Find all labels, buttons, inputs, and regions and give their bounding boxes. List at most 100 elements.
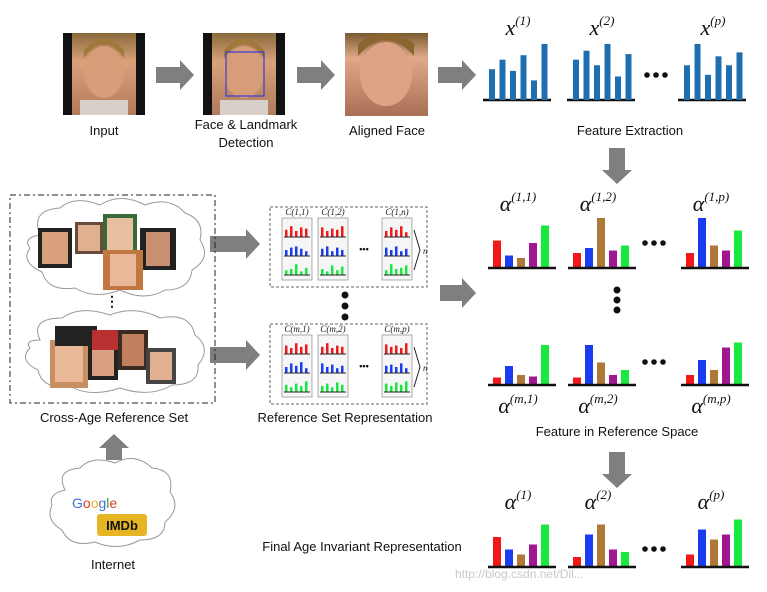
mini-bar bbox=[321, 227, 324, 237]
math-superscript: (2) bbox=[596, 487, 611, 502]
aligned-face-image bbox=[345, 33, 428, 116]
final-label: α(p) bbox=[698, 487, 725, 514]
mini-bar bbox=[400, 363, 403, 373]
coeff-bar bbox=[597, 218, 605, 268]
google-letter: l bbox=[106, 495, 109, 511]
coeff-top-label: α(1,p) bbox=[693, 189, 729, 216]
mini-bar bbox=[400, 384, 403, 392]
mini-bar bbox=[305, 368, 308, 373]
coeff-bar bbox=[734, 519, 742, 567]
feature-bar bbox=[520, 55, 527, 100]
arrow-detection-to-aligned bbox=[297, 60, 335, 90]
mini-bar bbox=[395, 345, 398, 354]
mini-bar bbox=[285, 384, 288, 392]
arrow-input-to-detection bbox=[156, 60, 194, 90]
math-superscript: (m,2) bbox=[590, 391, 618, 406]
mini-bar bbox=[385, 344, 388, 354]
math-superscript: (1) bbox=[516, 487, 531, 502]
feature-vector-chart-3: x(p) bbox=[678, 13, 746, 102]
mini-bar bbox=[385, 247, 388, 256]
feature-bar bbox=[736, 52, 743, 100]
mini-bar bbox=[290, 226, 293, 237]
coeff-bar bbox=[505, 255, 513, 268]
coeff-bar bbox=[597, 524, 605, 567]
feature-vector-label: x(1) bbox=[505, 13, 531, 40]
mini-bar bbox=[326, 367, 329, 373]
aligned-face-label: Aligned Face bbox=[349, 123, 425, 138]
coeff-bar bbox=[686, 375, 694, 385]
coeff-bar bbox=[722, 250, 730, 268]
mini-bar bbox=[305, 381, 308, 392]
mini-bar bbox=[295, 246, 298, 256]
arrow-features-to-ref-space bbox=[602, 148, 632, 184]
google-logo: Google bbox=[72, 495, 117, 511]
coeff-bar bbox=[541, 524, 549, 567]
coeff-bar bbox=[722, 534, 730, 567]
mini-bar bbox=[405, 381, 408, 392]
coeff-bar bbox=[541, 225, 549, 268]
coeff-bar bbox=[621, 370, 629, 385]
coeff-bottom-label: α(m,2) bbox=[578, 391, 617, 418]
google-letter: g bbox=[98, 495, 106, 511]
mini-bar bbox=[290, 348, 293, 354]
coeff-bar bbox=[573, 557, 581, 567]
coeff-chart-bottom-3: α(m,p) bbox=[681, 342, 749, 418]
math-symbol: α bbox=[578, 393, 590, 418]
coeff-bar bbox=[505, 549, 513, 567]
final-label: α(2) bbox=[585, 487, 612, 514]
mini-bar bbox=[285, 250, 288, 256]
mini-bar bbox=[395, 382, 398, 392]
feature-bar bbox=[583, 50, 590, 100]
mini-bar bbox=[336, 345, 339, 354]
coeff-bar bbox=[517, 375, 525, 385]
mini-bar bbox=[390, 227, 393, 237]
mini-bar bbox=[400, 348, 403, 354]
mini-bar bbox=[295, 365, 298, 373]
ellipsis-dot bbox=[653, 72, 659, 78]
coeff-bar bbox=[734, 230, 742, 268]
coeff-bar bbox=[698, 360, 706, 385]
coeff-chart-top-2: α(1,2) bbox=[568, 189, 636, 270]
mini-bar bbox=[341, 346, 344, 354]
coeff-bar bbox=[597, 362, 605, 385]
coeff-bar bbox=[529, 544, 537, 567]
coeff-bar bbox=[621, 245, 629, 268]
feature-bar bbox=[604, 44, 611, 100]
coeff-bar bbox=[710, 539, 718, 567]
coeff-bar bbox=[609, 250, 617, 268]
mini-bar bbox=[390, 364, 393, 373]
coeff-top-label: α(1,1) bbox=[500, 189, 536, 216]
ellipsis-features bbox=[644, 72, 668, 78]
landmark-detection-box bbox=[225, 51, 265, 97]
mini-bar bbox=[385, 231, 388, 237]
mini-bar bbox=[295, 264, 298, 275]
mini-bar bbox=[285, 367, 288, 373]
coeff-bar bbox=[573, 253, 581, 268]
mini-bar bbox=[405, 232, 408, 237]
ellipsis-coeff-top bbox=[642, 240, 666, 246]
coeff-top-label: α(1,2) bbox=[580, 189, 616, 216]
coeff-bar bbox=[686, 253, 694, 268]
final-chart-1: α(1) bbox=[488, 487, 556, 569]
ellipsis-dot bbox=[660, 359, 666, 365]
coeff-bar bbox=[573, 377, 581, 385]
mini-chart-top-3: C(1,n) bbox=[381, 207, 413, 281]
feature-bar bbox=[705, 74, 711, 100]
math-symbol: α bbox=[691, 393, 703, 418]
coeff-bottom-label: α(m,1) bbox=[498, 391, 537, 418]
math-superscript: (1,1) bbox=[511, 189, 536, 204]
detection-label-line1: Face & Landmark bbox=[195, 117, 298, 132]
mini-bar bbox=[285, 270, 288, 275]
mini-bar bbox=[390, 386, 393, 392]
mini-bar bbox=[341, 250, 344, 256]
n-label: n bbox=[423, 363, 428, 373]
coeff-bar bbox=[493, 240, 501, 268]
mini-bar bbox=[385, 383, 388, 392]
mini-bar bbox=[331, 265, 334, 275]
mini-bar bbox=[331, 387, 334, 392]
mini-bar bbox=[395, 367, 398, 373]
coeff-bottom-label: α(m,p) bbox=[691, 391, 730, 418]
math-symbol: α bbox=[500, 191, 512, 216]
mini-bar bbox=[395, 229, 398, 237]
